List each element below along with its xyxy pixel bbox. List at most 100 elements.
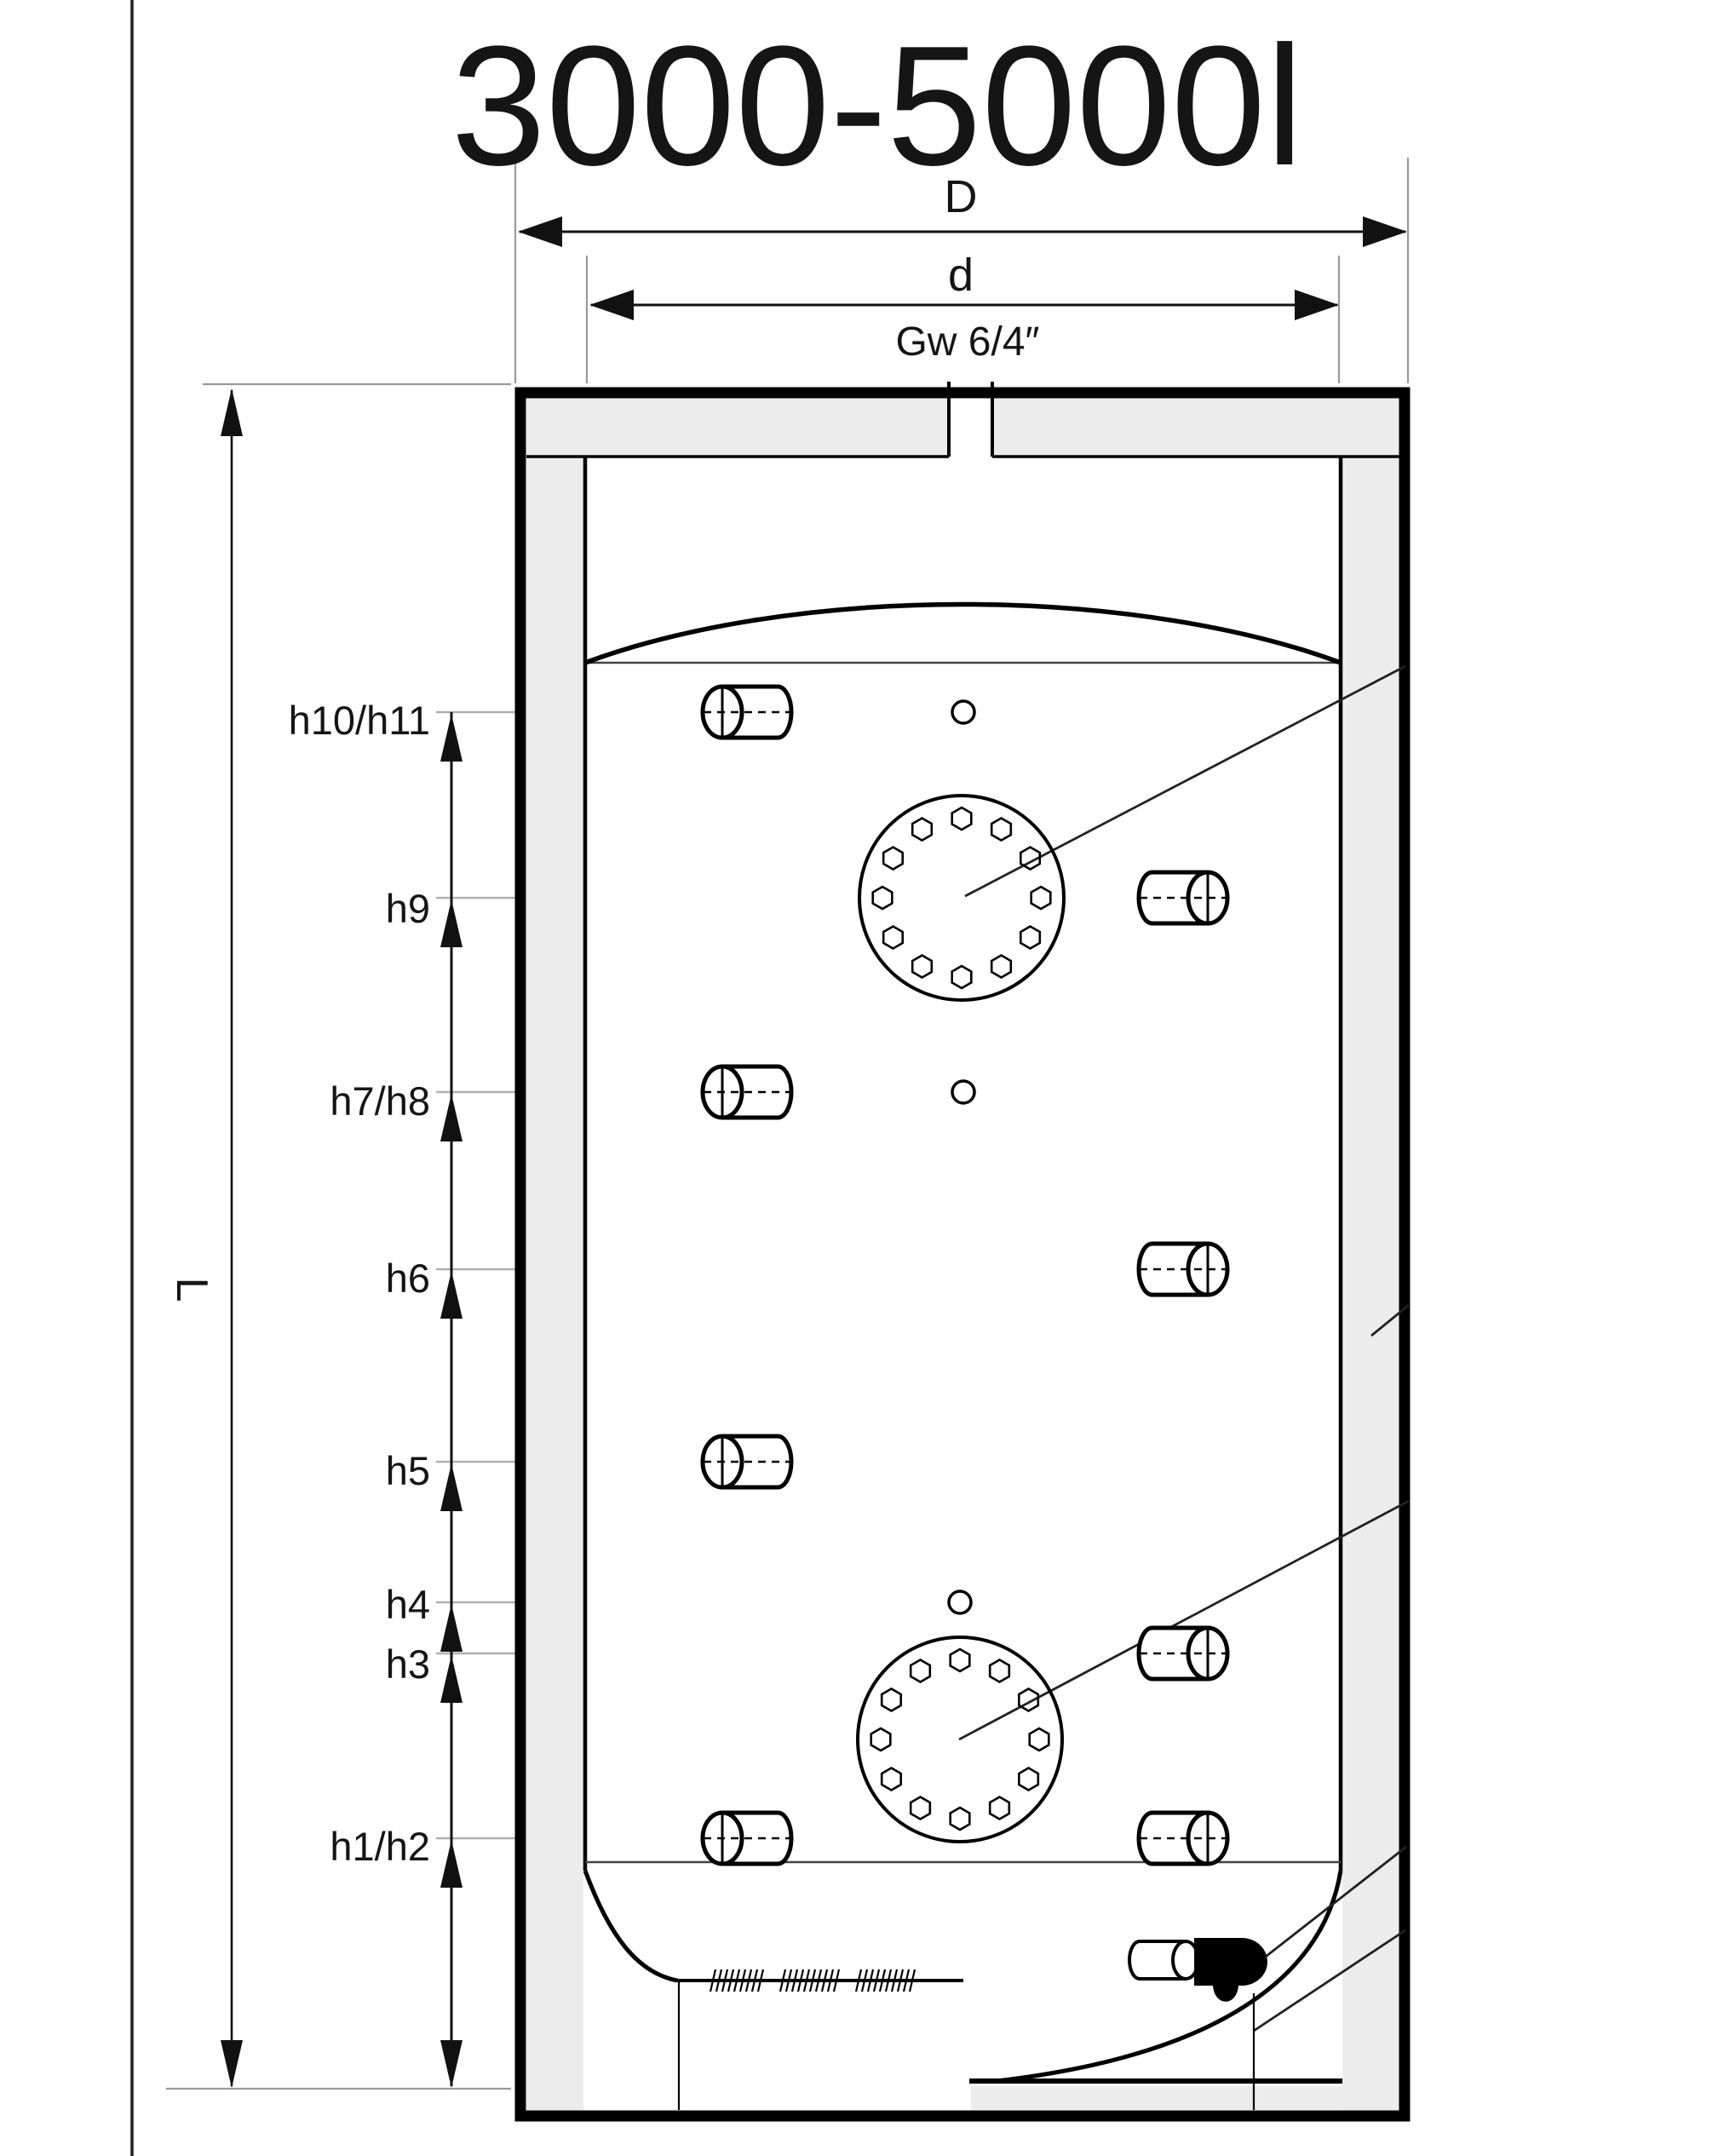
- dimension-D: [518, 216, 1407, 247]
- leader-drain-pipe: [1253, 1929, 1406, 2032]
- bottom-insulation-block: [971, 2086, 1399, 2110]
- flange-bolt-hole: [951, 806, 973, 831]
- arrow-d-right: [1295, 290, 1339, 320]
- arrow-h1-h2: [440, 1840, 463, 1888]
- heater-fin-tick: [802, 1969, 811, 1992]
- heater-fin-tick: [878, 1969, 887, 1992]
- heater-fin-tick: [715, 1969, 723, 1992]
- flange-bolt-hole: [882, 845, 904, 871]
- flange-bolt-hole: [880, 1766, 902, 1792]
- socket-h3: [1136, 1625, 1230, 1682]
- heater-fin-tick: [902, 1969, 911, 1992]
- insulation-left-column: [526, 399, 583, 2111]
- arrow-h10-h11: [440, 714, 463, 762]
- arrow-L-top: [221, 388, 243, 436]
- flange-bolt-hole: [1030, 885, 1052, 911]
- socket-h7: [700, 1064, 794, 1120]
- insulation-right-column: [1342, 399, 1399, 2111]
- heater-fin-tick: [779, 1969, 787, 1992]
- flange-bolt-hole: [951, 964, 973, 990]
- leader-upper-flange: [964, 664, 1406, 898]
- leader-lines: [958, 664, 1410, 2032]
- flange-bolt-hole: [911, 817, 934, 842]
- tank-body: [514, 382, 1411, 2122]
- dimension-label-D: D: [944, 171, 978, 222]
- heater-fin-tick: [872, 1969, 881, 1992]
- flange-bolt-hole: [911, 954, 934, 979]
- immersion-heater-element: [677, 1969, 963, 1992]
- sensor-wells: [947, 699, 976, 1615]
- bottom-dished-head-left: [583, 1870, 678, 1983]
- arrow-d-left: [589, 290, 634, 320]
- sensor-well-h8: [951, 1079, 976, 1105]
- heater-fin-tick: [738, 1969, 747, 1992]
- heater-fin-tick: [727, 1969, 735, 1992]
- level-label-h4: h4: [385, 1582, 430, 1627]
- arrow-h9: [440, 900, 463, 947]
- lower-inspection-flange: [856, 1636, 1064, 1843]
- heater-fin-tick: [709, 1969, 717, 1992]
- flange-bolt-hole: [909, 1796, 932, 1820]
- level-label-h6: h6: [385, 1256, 430, 1301]
- dimension-label-L: L: [167, 1277, 216, 1302]
- drain-valve-body: [1194, 1938, 1267, 1986]
- level-label-h10-h11: h10/h11: [288, 698, 430, 743]
- heater-fin-tick: [854, 1969, 863, 1992]
- leader-lower-flange: [958, 1499, 1410, 1741]
- heater-fin-tick: [733, 1969, 741, 1992]
- flange-bolt-hole: [882, 924, 904, 951]
- heater-fin-tick: [756, 1969, 765, 1992]
- flange-bolt-hole: [1020, 924, 1042, 951]
- socket-h10: [700, 684, 794, 740]
- heater-fin-tick: [744, 1969, 753, 1992]
- arrow-h4: [440, 1604, 463, 1652]
- arrow-h3: [440, 1655, 463, 1703]
- heater-fin-tick: [790, 1969, 799, 1992]
- heater-fin-tick: [908, 1969, 916, 1992]
- flange-bolt-hole: [949, 1647, 971, 1673]
- flange-bolt-hole: [909, 1659, 932, 1683]
- heater-fin-tick: [814, 1969, 823, 1992]
- heater-fin-tick: [832, 1969, 841, 1992]
- heater-fin-tick: [860, 1969, 869, 1992]
- heater-fin-tick: [796, 1969, 805, 1992]
- arrow-h6: [440, 1271, 463, 1319]
- dimension-h-ladder: [440, 712, 463, 2088]
- leader-insulation: [1370, 1303, 1410, 1337]
- upper-inspection-flange: [858, 794, 1066, 1002]
- socket-h1: [1136, 1810, 1230, 1866]
- heater-fin-tick: [826, 1969, 835, 1992]
- heater-fin-tick: [820, 1969, 829, 1992]
- level-label-h1-h2: h1/h2: [330, 1824, 430, 1869]
- flange-bolt-hole: [988, 1796, 1011, 1820]
- flange-bolt-hole: [871, 885, 893, 911]
- flange-bolt-hole: [1020, 845, 1042, 871]
- socket-h6: [1136, 1241, 1230, 1297]
- flange-bolt-hole: [870, 1727, 892, 1752]
- arrow-ladder-bottom: [440, 2040, 463, 2088]
- page-title: 3000-5000l: [451, 11, 1304, 201]
- arrow-h7-h8: [440, 1094, 463, 1141]
- sensor-well-h11: [951, 699, 976, 725]
- flange-bolt-hole: [990, 817, 1013, 842]
- flange-bolt-hole: [1028, 1727, 1050, 1752]
- left-sockets: [700, 684, 794, 1866]
- flange-bolt-hole: [949, 1806, 971, 1831]
- flange-bolt-hole: [1018, 1687, 1040, 1713]
- dimension-d: [589, 290, 1339, 320]
- level-label-h9: h9: [385, 886, 430, 931]
- sensor-well-h4: [947, 1590, 973, 1615]
- flange-bolt-hole: [880, 1687, 902, 1713]
- extension-lines: [166, 158, 1410, 2090]
- heater-fin-tick: [750, 1969, 759, 1992]
- heater-fin-tick: [808, 1969, 817, 1992]
- level-label-h7-h8: h7/h8: [330, 1078, 430, 1124]
- dimension-L: [221, 388, 243, 2088]
- heater-fin-tick: [890, 1969, 899, 1992]
- heater-fin-tick: [896, 1969, 905, 1992]
- socket-h5: [700, 1434, 794, 1490]
- outer-casing: [514, 387, 1411, 2122]
- heater-fin-tick: [784, 1969, 793, 1992]
- arrow-L-bottom: [221, 2040, 243, 2088]
